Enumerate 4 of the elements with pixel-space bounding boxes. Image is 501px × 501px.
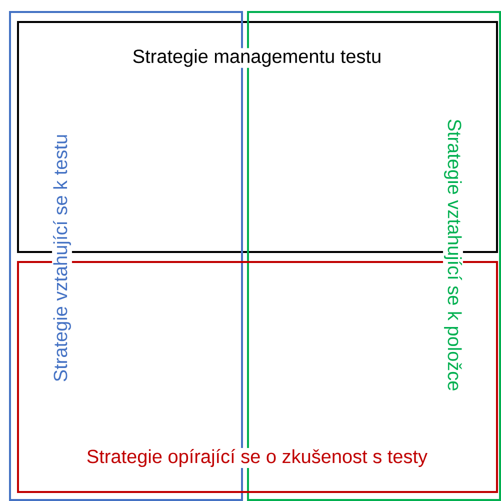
strategy-label: Strategie opírající se o zkušenost s testy: [85, 448, 429, 468]
strategy-label: Strategie vztahující se k položce: [443, 118, 463, 392]
strategy-label: Strategie managementu testu: [131, 48, 383, 68]
strategy-label: Strategie vztahující se k testu: [52, 132, 72, 384]
